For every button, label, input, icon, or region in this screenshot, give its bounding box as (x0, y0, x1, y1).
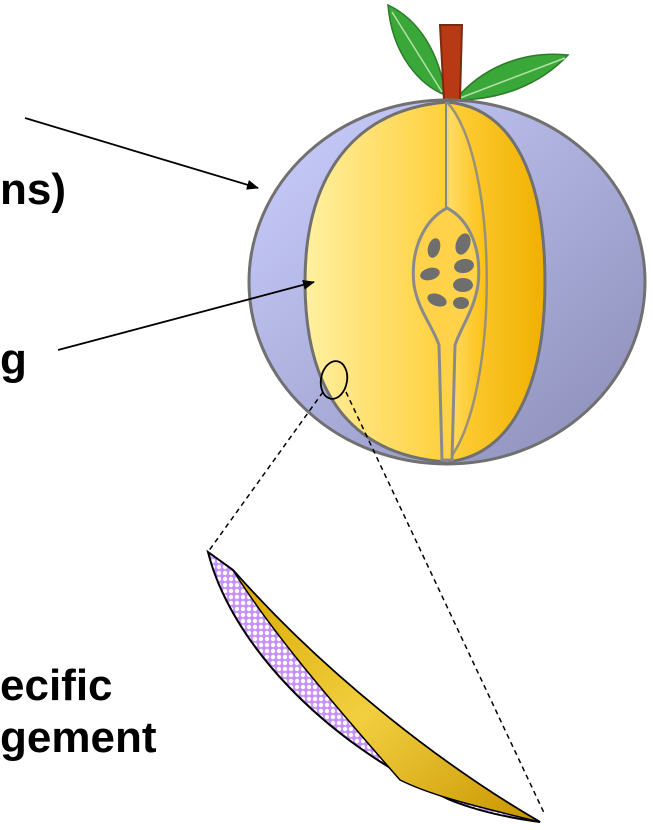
magnified-skin-section (208, 552, 540, 822)
stem-icon (440, 25, 462, 100)
leaf-icon (388, 5, 568, 100)
arrow-top (25, 118, 258, 188)
